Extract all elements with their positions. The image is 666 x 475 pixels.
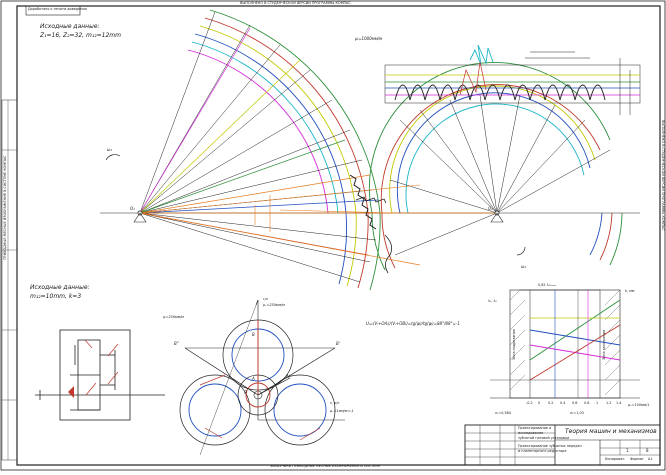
o2-label: O₂ [488,206,493,211]
chart-top-value: 0,82 λ₁₂ₘₐₓ [538,283,557,287]
tick-4: 0.6 [572,401,578,405]
tick-8: 1.4 [616,401,622,405]
tick-7: 1.2 [606,401,612,405]
tick-3: 0.4 [560,401,566,405]
label-o: O [244,390,248,395]
scale-len: μₗ=250мм/м [163,315,184,319]
title-subject: Теория машин и механизмов [565,428,657,435]
velocity-plan-circles [179,299,345,456]
axis-undercut-zone: Зона подрезания [512,329,516,360]
planetary-input-title: Исходные данные: [30,284,90,291]
planetary-kinematic-scheme [35,329,165,421]
chart-label-top-left: λ₁, λ₂ [488,299,497,303]
tick-2: 0.2 [548,401,554,405]
title-line2: исследование [518,431,544,435]
chart-bottom-value-2: x₂=1,03 [570,411,584,415]
correction-chart [490,289,640,399]
title-line5: и планетарного редуктора [518,449,567,453]
title-format-value: A1 [648,457,653,461]
title-block [464,424,661,466]
title-line4: Проектирование зубчатых передач [518,444,582,448]
rack-profile-strip [384,64,641,104]
tick-5: 0.8 [584,401,590,405]
gear-input-params: Z₁=16, Z₂=32, m₁₂=12mm [40,32,121,39]
chart-scale-x: μₓ=100мм/1 [628,403,650,407]
tick-1: 0 [538,401,541,405]
label-a: A [252,376,255,381]
gear-scale: μₗ=1000мм/м [355,36,383,41]
axis-sharpening-zone: Зона заострения [602,329,606,360]
label-b: B [252,332,255,337]
tick-6: 1 [596,401,599,405]
tick-0: -0.2 [526,401,533,405]
side-strip-right: ВЫПОЛНЕНО В СТУДЕНЧЕСКОЙ ВЕРСИИ ПРОГРАММ… [661,120,665,231]
title-line1: Проектирование и [518,426,552,430]
title-line3: зубчатой головой установки [518,436,570,440]
gear-mesh-diagram [100,9,641,291]
title-copied: Копировал [605,457,625,461]
top-strip-text: ВЫПОЛНЕНО В СТУДЕНЧЕСКОЙ ВЕРСИИ ПРОГРАММ… [240,1,351,5]
label-b-prime: B' [336,341,340,346]
axis-r-label: r,м [263,297,268,301]
o1-label: O₁ [130,206,135,211]
stamp-top-left: Доработано к печати доведения [28,7,87,11]
label-b-double-prime: B'' [174,341,179,346]
title-sheets: 8 [646,448,649,453]
scale-speed: μᵥ=250мм/м [263,303,285,307]
axis-v-label: v, м/с [330,401,340,405]
label-a-prime: A' [286,374,290,379]
chart-label-top-right: h, мм [625,289,635,293]
left-margin-table [1,99,18,461]
gear-ratio-formula: Uᵢ=(Vᵢ+OAᵢ)/(Vᵢ+OBi)=tg(φᵢ)/tg(φⱼ)=88°/8… [366,321,460,326]
scale-v: μᵥ=1мм/м·с-1 [330,409,354,413]
chart-bottom-value: x₁=0,584 [495,411,511,415]
planetary-input-params: m₁₂=10mm, k=3 [30,293,82,300]
side-strip-left: ПРИВОДНЫЕ МЕСНЫЕ ИЗОБРАЖЕНИЯ В СИСТЕМЕ К… [3,155,7,260]
title-sheet-no: 1 [626,448,629,453]
title-format: Формат [630,457,644,461]
bottom-strip-text: ЗАКАЗЧИКИ ПРИВОДНЫЕ МЕСНЫЕ ИЗОБРАЖЕНИЯ В… [270,464,381,468]
omega2-label: ω₂ [521,264,526,269]
gear-input-title: Исходные данные: [40,23,100,30]
omega1-label: ω₁ [107,147,112,152]
